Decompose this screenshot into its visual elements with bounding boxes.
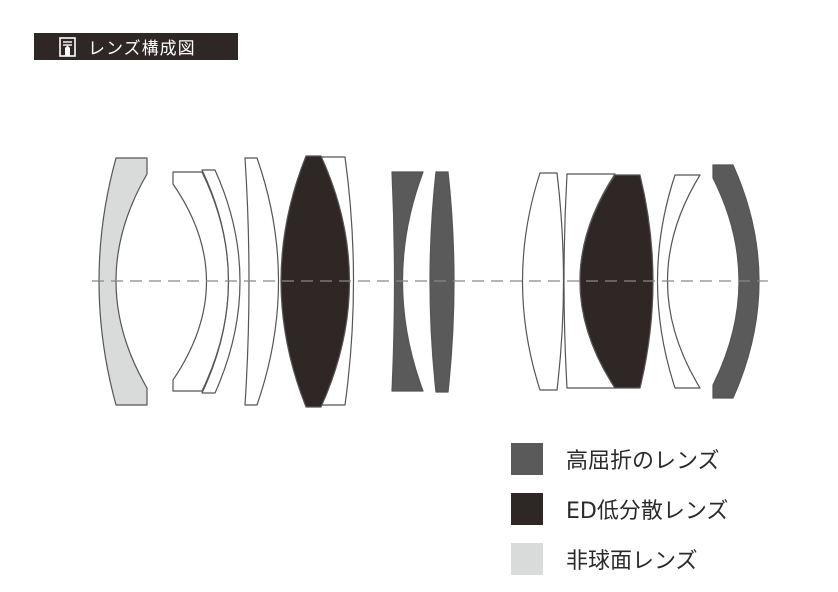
page-title: レンズ構成図 <box>88 39 196 59</box>
legend-item-high-refraction: 高屈折のレンズ <box>511 442 728 476</box>
lens-8-high-refraction <box>429 171 455 393</box>
swatch-high-refraction <box>511 443 543 475</box>
lens-9 <box>521 172 565 391</box>
lens-5-ed <box>280 155 351 408</box>
lens-12 <box>656 174 701 389</box>
lens-3 <box>201 169 241 394</box>
swatch-aspherical <box>511 543 543 575</box>
title-bar: レンズ構成図 <box>34 33 238 60</box>
swatch-ed <box>511 493 543 525</box>
lens-13-high-refraction <box>712 164 760 399</box>
lens-4 <box>244 157 280 406</box>
legend-label: ED低分散レンズ <box>566 499 729 524</box>
legend-item-ed: ED低分散レンズ <box>511 492 728 526</box>
lens-7-high-refraction <box>391 171 424 392</box>
legend: 高屈折のレンズ ED低分散レンズ 非球面レンズ <box>511 442 728 592</box>
legend-label: 非球面レンズ <box>566 549 698 574</box>
document-icon <box>59 36 76 57</box>
legend-label: 高屈折のレンズ <box>566 449 720 474</box>
lens-1-aspherical <box>98 157 148 406</box>
legend-item-aspherical: 非球面レンズ <box>511 542 728 576</box>
